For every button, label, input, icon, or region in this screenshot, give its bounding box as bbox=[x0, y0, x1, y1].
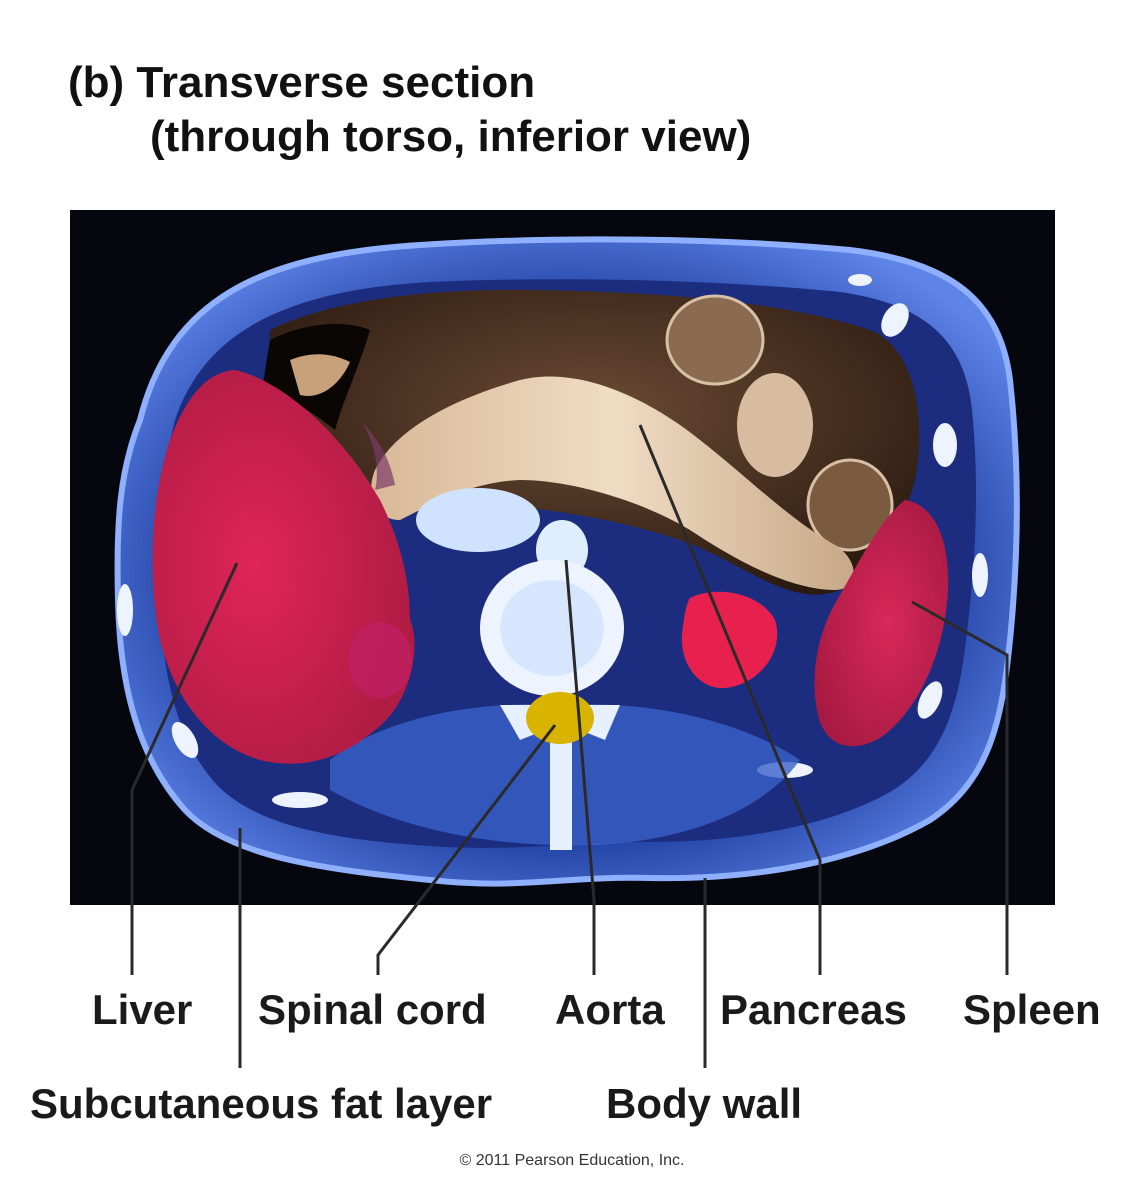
leader-liver bbox=[130, 562, 239, 975]
leader-spinal-cord bbox=[376, 724, 557, 975]
label-subcutaneous-fat: Subcutaneous fat layer bbox=[30, 1080, 493, 1127]
label-body-wall: Body wall bbox=[606, 1080, 803, 1127]
spleen bbox=[814, 500, 949, 747]
leader-lines bbox=[130, 424, 1009, 1068]
title-prefix: (b) bbox=[68, 58, 125, 107]
liver-shadow bbox=[360, 420, 395, 490]
leader-aorta bbox=[564, 559, 596, 975]
label-aorta: Aorta bbox=[555, 986, 665, 1033]
spinal-cord bbox=[526, 692, 594, 744]
vertebral-body-core bbox=[500, 580, 604, 676]
bowel-loops bbox=[665, 294, 894, 552]
spinous-process bbox=[550, 735, 572, 850]
leader-spleen bbox=[911, 600, 1009, 975]
figure-title: (b) Transverse section (through torso, i… bbox=[68, 56, 751, 164]
label-pancreas: Pancreas bbox=[720, 986, 907, 1033]
label-spleen: Spleen bbox=[963, 986, 1101, 1033]
kidney-right bbox=[348, 622, 412, 698]
title-line-1: Transverse section bbox=[136, 58, 536, 107]
ivc-vessel bbox=[416, 488, 540, 552]
copyright-notice: © 2011 Pearson Education, Inc. bbox=[459, 1152, 685, 1169]
pancreas bbox=[371, 376, 854, 590]
label-spinal-cord: Spinal cord bbox=[258, 986, 487, 1033]
label-liver: Liver bbox=[92, 986, 193, 1033]
title-line-2: (through torso, inferior view) bbox=[150, 112, 752, 161]
gas-pocket-edge bbox=[290, 354, 350, 396]
leader-pancreas bbox=[638, 424, 822, 975]
